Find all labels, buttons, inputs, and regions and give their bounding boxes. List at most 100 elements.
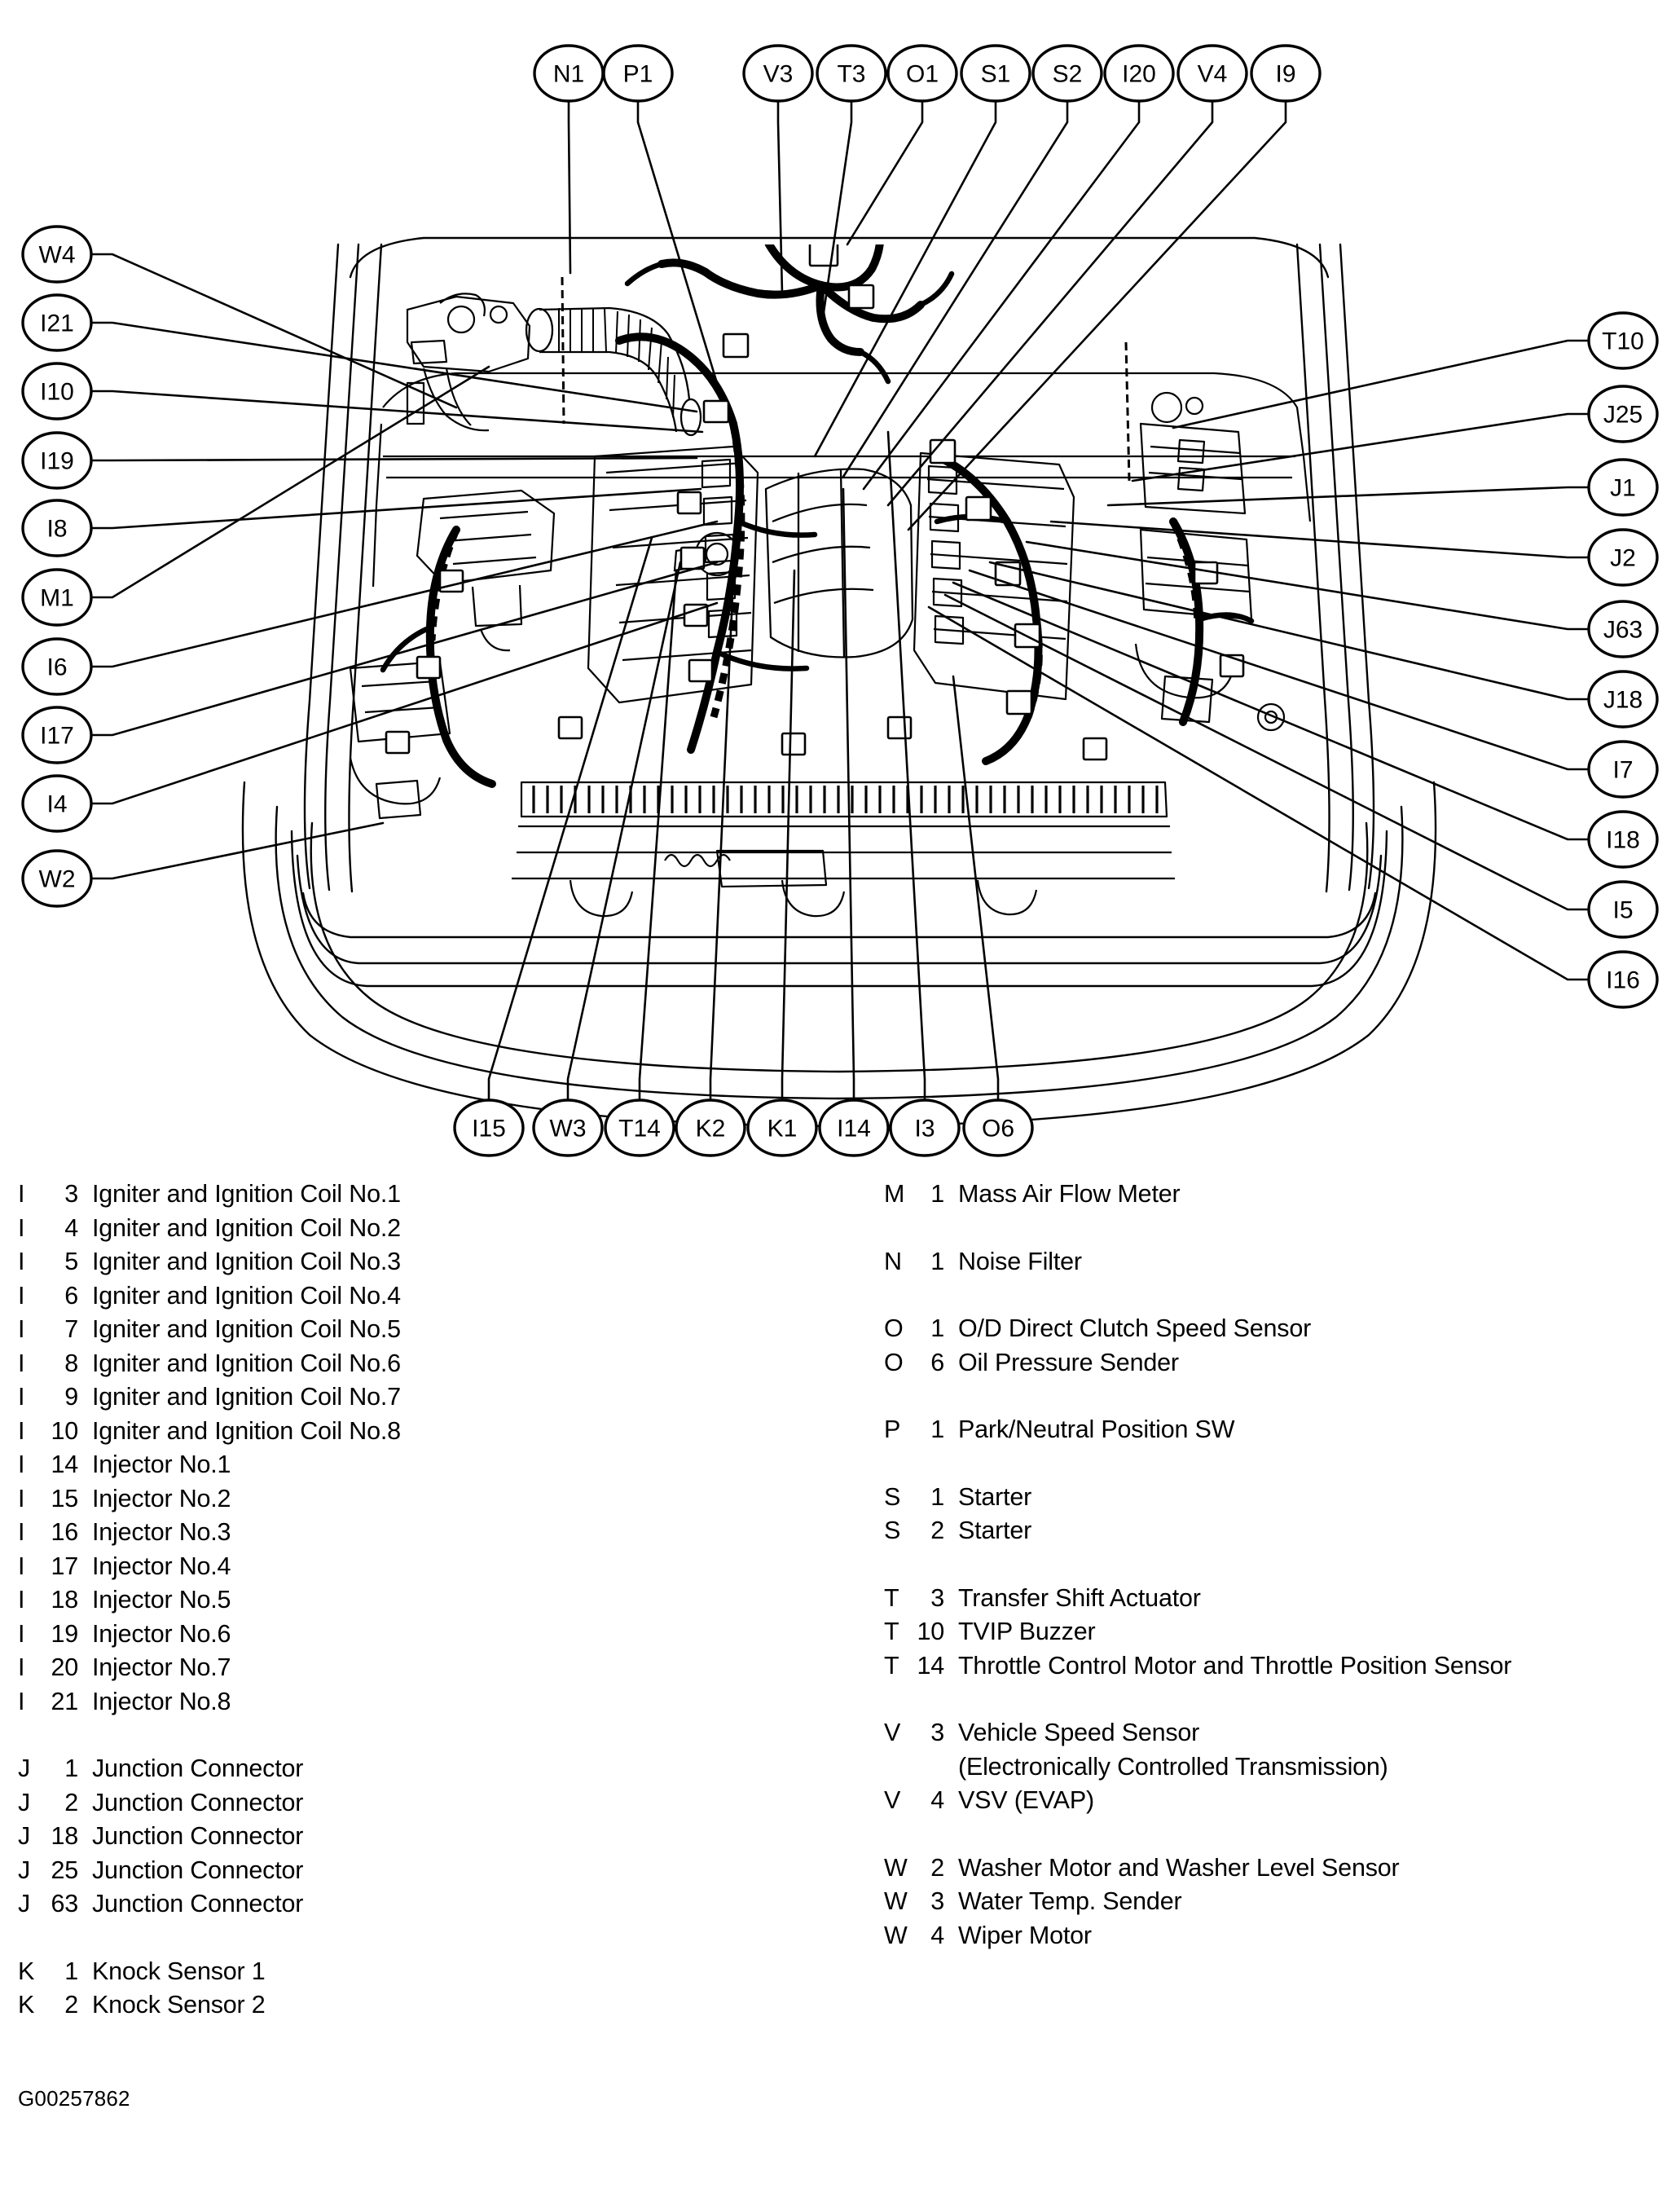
- legend-group-spacer: [884, 1821, 1666, 1854]
- callout-t3[interactable]: T3: [816, 44, 887, 103]
- legend-code-letter: I: [18, 1315, 25, 1343]
- callout-i6[interactable]: I6: [21, 637, 93, 696]
- legend-description: Transfer Shift Actuator: [958, 1583, 1201, 1612]
- callout-p1[interactable]: P1: [602, 44, 674, 103]
- legend-description: Knock Sensor 1: [92, 1957, 266, 1985]
- callout-w2[interactable]: W2: [21, 849, 93, 908]
- callout-o6[interactable]: O6: [962, 1098, 1034, 1157]
- callout-label: S1: [981, 61, 1011, 88]
- callout-t14[interactable]: T14: [604, 1098, 675, 1157]
- legend-code-number: 9: [64, 1383, 78, 1411]
- callout-k2[interactable]: K2: [675, 1098, 746, 1157]
- callout-bubble-outline: [602, 44, 674, 103]
- legend-description: Igniter and Ignition Coil No.1: [92, 1180, 401, 1208]
- callout-i18[interactable]: I18: [1587, 810, 1659, 869]
- legend-code-number: 2: [64, 1788, 78, 1816]
- callout-k1[interactable]: K1: [746, 1098, 818, 1157]
- callout-i7[interactable]: I7: [1587, 740, 1659, 799]
- legend-description: Injector No.8: [92, 1687, 231, 1715]
- legend-group-spacer: [884, 1214, 1666, 1248]
- callout-label: T14: [618, 1116, 661, 1143]
- callout-i15[interactable]: I15: [453, 1098, 525, 1157]
- callout-bubble-outline: [532, 1098, 604, 1157]
- callout-i14[interactable]: I14: [818, 1098, 890, 1157]
- callout-m1[interactable]: M1: [21, 568, 93, 627]
- callout-i3[interactable]: I3: [889, 1098, 961, 1157]
- legend-code-number: 25: [51, 1856, 78, 1884]
- callout-bubble-outline: [1587, 311, 1659, 370]
- legend-code-letter: I: [18, 1653, 25, 1681]
- callout-i9[interactable]: I9: [1250, 44, 1322, 103]
- callout-i5[interactable]: I5: [1587, 880, 1659, 939]
- callout-bubble-outline: [604, 1098, 675, 1157]
- legend-code-number: 16: [51, 1518, 78, 1546]
- callout-s2[interactable]: S2: [1031, 44, 1103, 103]
- callout-label: I3: [914, 1116, 935, 1143]
- callout-bubble-outline: [742, 44, 814, 103]
- legend-description: Igniter and Ignition Coil No.2: [92, 1213, 401, 1242]
- callout-s1[interactable]: S1: [960, 44, 1031, 103]
- legend-code-number: 21: [51, 1687, 78, 1715]
- legend-description: Park/Neutral Position SW: [958, 1416, 1235, 1443]
- callout-j2[interactable]: J2: [1587, 528, 1659, 587]
- callout-bubble-outline: [818, 1098, 890, 1157]
- callout-i20[interactable]: I20: [1103, 44, 1175, 103]
- callout-leader-lines: [90, 99, 1590, 1102]
- callout-label: W2: [39, 866, 76, 893]
- engine-bay-components: [349, 244, 1312, 918]
- legend-code-letter: I: [18, 1484, 25, 1512]
- callout-i8[interactable]: I8: [21, 499, 93, 557]
- legend-code-number: 2: [930, 1853, 944, 1882]
- callout-bubble-outline: [1250, 44, 1322, 103]
- callout-label: O1: [906, 61, 939, 88]
- leader-line-i16: [927, 605, 1590, 981]
- callout-i16[interactable]: I16: [1587, 950, 1659, 1009]
- callout-label: I6: [46, 654, 67, 681]
- legend-code-letter: K: [18, 1957, 35, 1985]
- callout-bubble-outline: [1031, 44, 1103, 103]
- callout-w3[interactable]: W3: [532, 1098, 604, 1157]
- callout-bubble-outline: [889, 1098, 961, 1157]
- legend-group-spacer: [18, 1924, 849, 1957]
- callout-i19[interactable]: I19: [21, 431, 93, 490]
- callout-i17[interactable]: I17: [21, 706, 93, 764]
- leader-line-o6: [952, 675, 1000, 1102]
- callout-t10[interactable]: T10: [1587, 311, 1659, 370]
- legend-description: Igniter and Ignition Coil No.4: [92, 1281, 401, 1310]
- legend-code-letter: J: [18, 1856, 31, 1884]
- legend-description: Junction Connector: [92, 1890, 304, 1917]
- callout-n1[interactable]: N1: [533, 44, 605, 103]
- legend-description: Igniter and Ignition Coil No.5: [92, 1315, 401, 1343]
- callout-v4[interactable]: V4: [1176, 44, 1248, 103]
- legend-code-letter: I: [18, 1416, 25, 1445]
- legend-code-number: 18: [51, 1586, 78, 1614]
- legend-code-letter: S: [884, 1482, 901, 1511]
- legend-code-number: 18: [51, 1822, 78, 1850]
- callout-i21[interactable]: I21: [21, 293, 93, 352]
- callout-j18[interactable]: J18: [1587, 670, 1659, 729]
- callout-j1[interactable]: J1: [1587, 458, 1659, 517]
- callout-i4[interactable]: I4: [21, 774, 93, 833]
- legend-description: Oil Pressure Sender: [958, 1348, 1179, 1376]
- legend-code-letter: T: [884, 1618, 899, 1645]
- callout-w4[interactable]: W4: [21, 225, 93, 284]
- callout-j25[interactable]: J25: [1587, 385, 1659, 443]
- callout-j63[interactable]: J63: [1587, 600, 1659, 658]
- callout-v3[interactable]: V3: [742, 44, 814, 103]
- callout-label: K2: [696, 1116, 726, 1143]
- callout-o1[interactable]: O1: [886, 44, 958, 103]
- legend-description: Vehicle Speed Sensor: [958, 1719, 1200, 1746]
- legend-description: Injector No.3: [92, 1518, 231, 1546]
- callout-bubble-outline: [21, 706, 93, 764]
- legend-code-letter: P: [884, 1416, 901, 1443]
- leader-line-i14: [842, 487, 855, 1102]
- leader-line-j25: [1131, 412, 1590, 482]
- callout-i10[interactable]: I10: [21, 362, 93, 420]
- leader-line-i20: [862, 99, 1141, 491]
- harness-connectors: [385, 244, 1245, 761]
